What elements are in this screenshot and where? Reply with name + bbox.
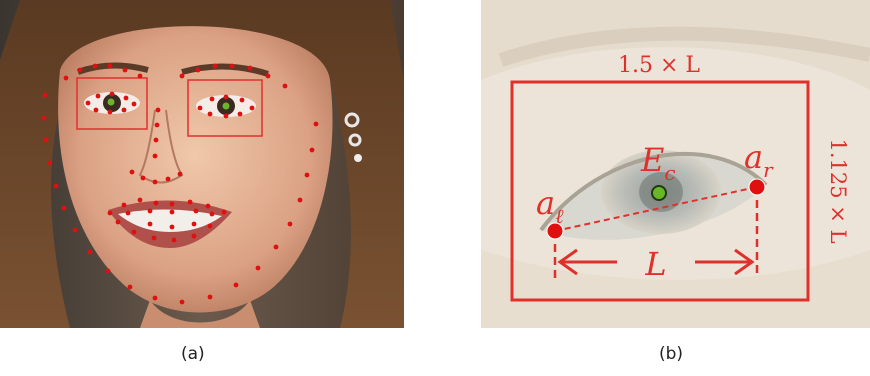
landmark-dot: [256, 266, 261, 271]
landmark-dot: [93, 64, 98, 69]
landmark-dot: [172, 238, 177, 243]
landmark-dot: [62, 206, 67, 211]
landmark-dot: [153, 154, 158, 159]
landmark-dot: [170, 202, 175, 207]
landmark-dot: [148, 209, 153, 214]
eye-center-point: [652, 186, 666, 200]
landmark-dot: [224, 95, 229, 100]
landmark-dot: [108, 64, 113, 69]
landmark-dot: [155, 123, 160, 128]
landmark-dot: [42, 116, 47, 121]
landmark-dot: [154, 138, 159, 143]
landmark-dot: [180, 74, 185, 79]
landmark-dot: [240, 98, 245, 103]
landmark-dot: [222, 210, 227, 215]
distance-label: L: [644, 245, 666, 283]
landmark-dot: [44, 138, 49, 143]
landmark-dot: [106, 269, 111, 274]
landmark-dot: [108, 211, 113, 216]
landmark-dot: [156, 108, 161, 113]
landmark-dot: [141, 176, 146, 181]
landmark-dot: [132, 102, 137, 107]
landmark-dot: [154, 201, 159, 206]
eye-center-right: [223, 103, 230, 110]
landmark-dot: [152, 236, 157, 241]
caption-a: (a): [181, 344, 205, 364]
landmark-dot: [266, 74, 271, 79]
landmark-dot: [213, 64, 218, 69]
landmark-dot: [148, 222, 153, 227]
landmark-dot: [298, 198, 303, 203]
landmark-dot: [126, 211, 131, 216]
landmark-dot: [210, 212, 215, 217]
landmark-dot: [192, 234, 197, 239]
landmark-dot: [73, 228, 78, 233]
face-landmarks-panel: [0, 0, 404, 328]
landmark-dot: [132, 230, 137, 235]
landmark-dot: [248, 66, 253, 71]
landmark-dot: [122, 203, 127, 208]
landmark-dot: [210, 97, 215, 102]
landmark-dot: [170, 225, 175, 230]
landmark-dot: [130, 170, 135, 175]
landmark-dot: [178, 172, 183, 177]
landmark-dot: [48, 161, 53, 166]
caption-b: (b): [659, 344, 683, 364]
landmark-dot: [198, 106, 203, 111]
landmark-dot: [78, 68, 83, 73]
landmark-dot: [206, 204, 211, 209]
landmark-dot: [153, 296, 158, 301]
landmark-dot: [124, 96, 129, 101]
landmark-dot: [238, 112, 243, 117]
landmark-dot: [234, 283, 239, 288]
landmark-dot: [208, 112, 213, 117]
landmark-dot: [224, 114, 229, 119]
landmark-dot: [128, 285, 133, 290]
landmark-dot: [123, 68, 128, 73]
face-image: [0, 0, 404, 328]
landmark-dot: [180, 300, 185, 305]
landmark-dot: [192, 222, 197, 227]
eye-region-panel: 1.5 × L 1.125 × L Ec ar aℓ L: [481, 0, 870, 328]
landmark-dot: [288, 222, 293, 227]
landmark-dot: [305, 173, 310, 178]
landmark-dot: [43, 93, 48, 98]
landmark-dot: [170, 210, 175, 215]
landmark-dot: [230, 64, 235, 69]
landmark-dot: [138, 74, 143, 79]
landmark-dot: [208, 295, 213, 300]
height-label: 1.125 × L: [826, 138, 850, 243]
landmark-dot: [188, 200, 193, 205]
landmark-dot: [122, 108, 127, 113]
landmark-dot: [110, 92, 115, 97]
eye-center-left: [108, 99, 115, 106]
landmark-dot: [314, 122, 319, 127]
landmark-dot: [64, 76, 69, 81]
landmark-dot: [166, 177, 171, 182]
landmark-dot: [274, 245, 279, 250]
landmark-dot: [310, 148, 315, 153]
landmark-dot: [208, 224, 213, 229]
landmark-dot: [194, 209, 199, 214]
landmark-dot: [86, 101, 91, 106]
landmark-dot: [138, 198, 143, 203]
landmark-dot: [196, 68, 201, 73]
landmark-dot: [250, 106, 255, 111]
landmark-dot: [94, 108, 99, 113]
landmark-dot: [153, 180, 158, 185]
eye-region-diagram: 1.5 × L 1.125 × L Ec ar aℓ L: [481, 0, 870, 328]
landmark-dot: [96, 94, 101, 99]
landmark-dot: [54, 184, 59, 189]
landmark-dot: [116, 220, 121, 225]
landmark-dot: [283, 84, 288, 89]
landmark-dot: [88, 250, 93, 255]
landmark-dot: [108, 110, 113, 115]
width-label: 1.5 × L: [618, 53, 700, 78]
